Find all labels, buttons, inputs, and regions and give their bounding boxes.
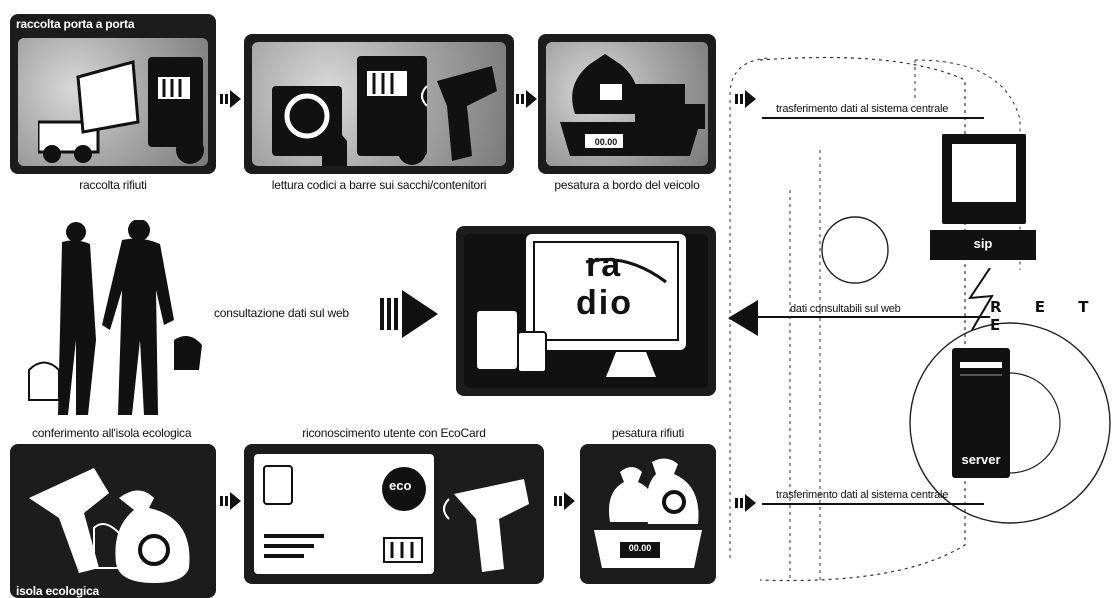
ecocard-scanner-icon — [254, 454, 539, 579]
label-web-data: dati consultabili sul web — [790, 303, 901, 315]
caption-ecological-delivery: conferimento all'isola ecologica — [32, 426, 191, 440]
scale-truck-icon — [550, 44, 710, 168]
panel-weighing-on-vehicle: 00.00 — [538, 34, 716, 174]
caption-raccolta-rifiuti: raccolta rifiuti — [10, 178, 216, 192]
panel-web-dashboard: ra dio — [456, 226, 716, 396]
caption-web-consult: consultazione dati sul web — [214, 306, 349, 320]
arrow-right-icon — [735, 492, 759, 514]
panel-tag: raccolta porta a porta — [16, 17, 134, 31]
couple-silhouette-icon — [24, 220, 204, 420]
label-transfer-bottom: trasferimento dati al sistema centrale — [776, 489, 948, 501]
panel-tag-isola: isola ecologica — [16, 584, 99, 598]
scale-display: 00.00 — [620, 543, 660, 553]
arrow-right-icon — [735, 88, 759, 110]
panel-barcode-reading — [244, 34, 514, 174]
panel-waste-weighing: 00.00 — [580, 444, 716, 584]
ecocard-brand: eco — [389, 478, 411, 493]
big-arrow-right-icon — [380, 290, 440, 338]
server-label: server — [952, 452, 1010, 467]
big-arrow-left-icon — [728, 300, 762, 336]
arrow-right-icon — [220, 88, 242, 110]
arrow-right-icon — [554, 490, 576, 512]
arrow-right-icon — [516, 88, 538, 110]
caption-weighing-vehicle: pesatura a bordo del veicolo — [530, 178, 724, 192]
logo-text-bottom: dio — [576, 284, 633, 323]
rete-label: R E T E — [990, 298, 1115, 334]
caption-barcode-reading: lettura codici a barre sui sacchi/conten… — [244, 178, 514, 192]
panel-ecocard-recognition: eco — [244, 444, 544, 584]
arrow-right-icon — [220, 490, 242, 512]
label-transfer-top: trasferimento dati al sistema centrale — [776, 103, 948, 115]
caption-ecocard: riconoscimento utente con EcoCard — [244, 426, 544, 440]
scale-display: 00.00 — [588, 137, 624, 147]
web-data-line — [756, 316, 990, 318]
scale-bags-icon — [590, 452, 706, 578]
garbage-truck-icon — [38, 52, 208, 170]
sip-label: sip — [930, 236, 1036, 251]
barcode-scanner-icon — [262, 46, 502, 166]
caption-waste-weighing: pesatura rifiuti — [580, 426, 716, 440]
logo-text-top: ra — [586, 246, 622, 285]
transfer-line-top — [762, 117, 984, 119]
panel-isola-ecologica: isola ecologica — [10, 444, 216, 598]
scanner-waste-bag-icon — [24, 458, 204, 588]
transfer-line-bottom — [762, 503, 984, 505]
panel-door-to-door-collection: raccolta porta a porta — [10, 14, 216, 174]
